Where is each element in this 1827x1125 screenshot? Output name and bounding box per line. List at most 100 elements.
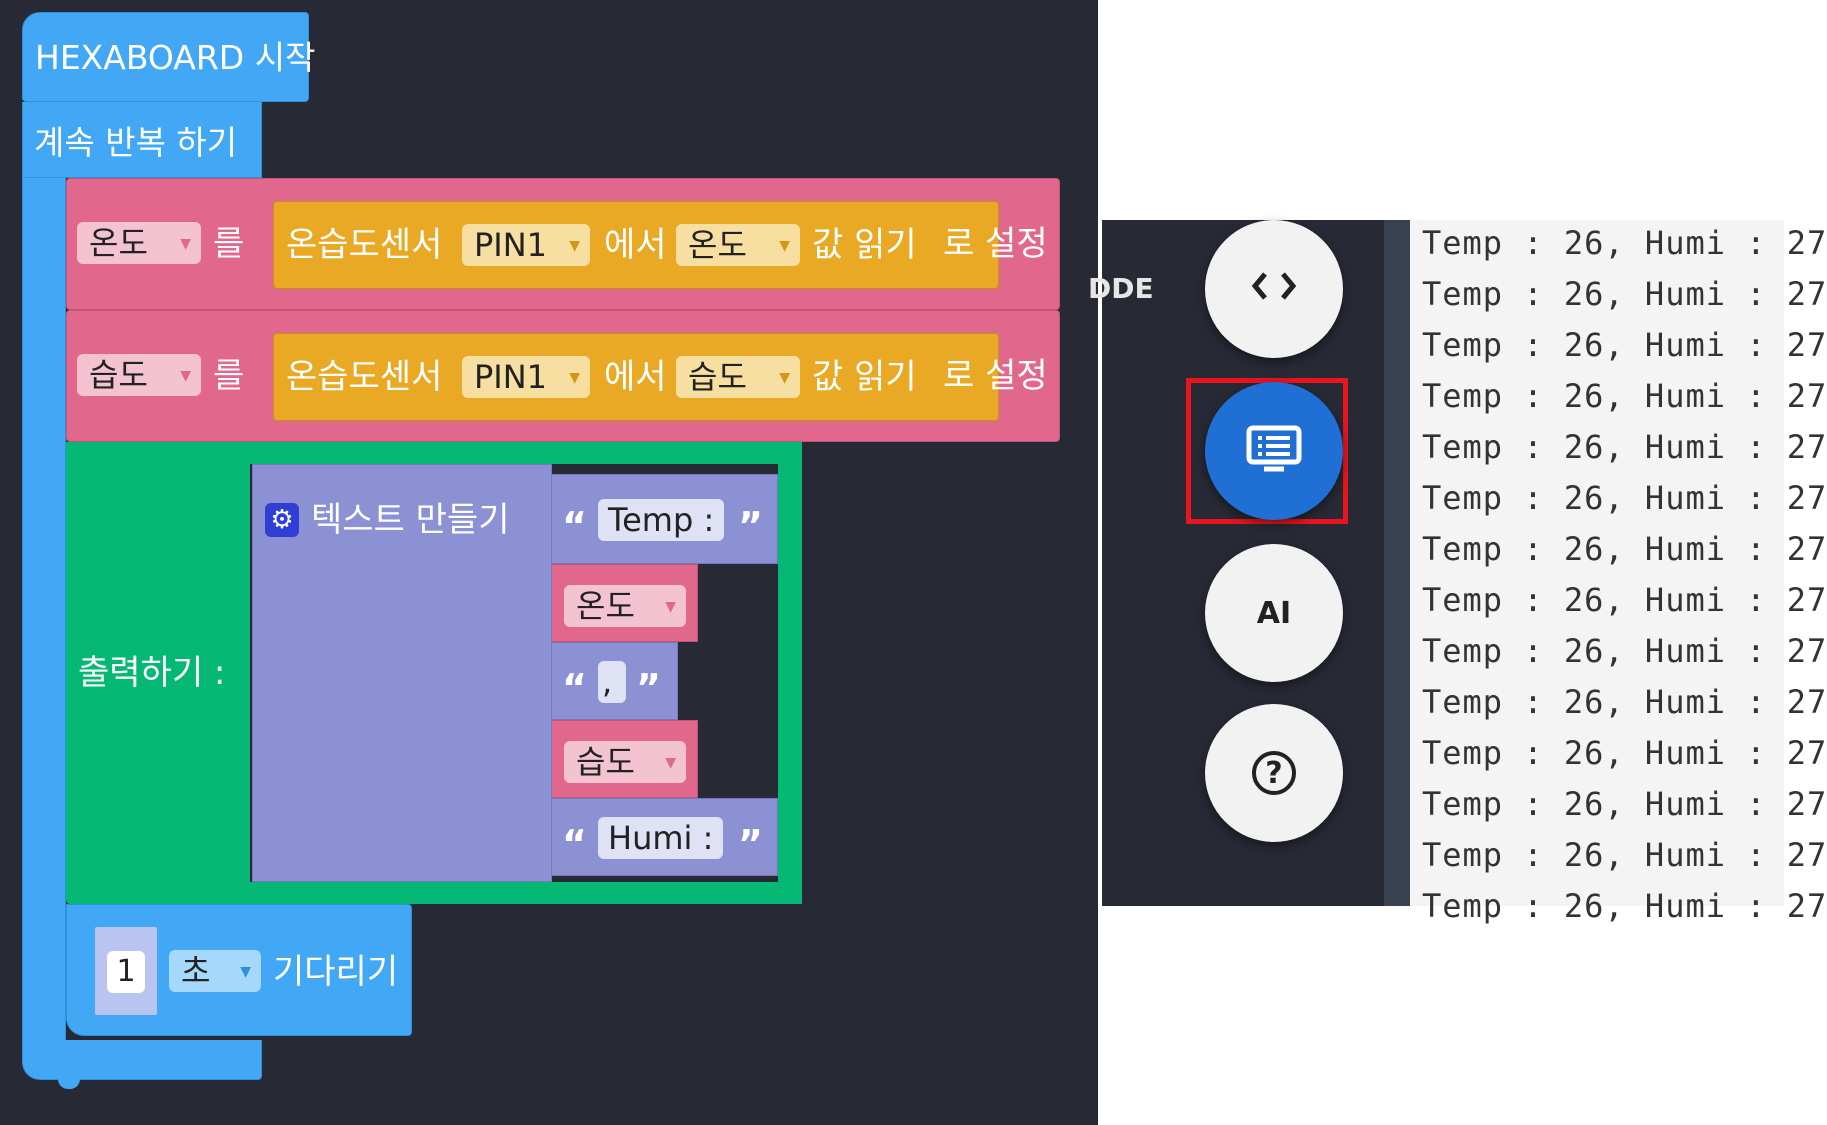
pin-dropdown[interactable]: PIN1 ▼	[462, 356, 590, 398]
chevron-down-icon: ▼	[779, 370, 790, 386]
loop-bottom-notch	[58, 1079, 80, 1089]
variable-dropdown-value: 온도	[576, 587, 635, 625]
set-variable-block[interactable]: 습도 ▼ 를 온습도센서 PIN1 ▼ 에서 습도 ▼ 값 읽기 로 설정	[66, 310, 1060, 442]
particle-label: 를	[213, 356, 245, 396]
wait-value-slot[interactable]: 1	[95, 927, 157, 1015]
chevron-down-icon: ▼	[779, 238, 790, 254]
console-line: Temp : 26, Humi : 27	[1422, 887, 1827, 925]
close-quote-icon: ”	[738, 822, 763, 866]
variable-block[interactable]: 온도 ▼	[552, 564, 698, 642]
sensor-read-block[interactable]: 온습도센서 PIN1 ▼ 에서 온도 ▼ 값 읽기	[273, 201, 999, 289]
pin-dropdown-value: PIN1	[474, 226, 548, 264]
chevron-down-icon: ▼	[665, 755, 676, 771]
particle-label: 를	[213, 224, 245, 264]
side-toolbar: DDE AI ?	[1088, 220, 1414, 906]
measure-dropdown-value: 온도	[688, 226, 747, 264]
variable-dropdown[interactable]: 온도 ▼	[77, 222, 201, 264]
code-icon	[1251, 267, 1297, 311]
open-quote-icon: “	[562, 666, 587, 710]
sensor-label: 온습도센서	[286, 225, 443, 265]
active-button-highlight	[1186, 378, 1348, 524]
text-block[interactable]: “ Humi : ”	[552, 798, 778, 876]
wait-block[interactable]: 1 초 ▼ 기다리기	[66, 904, 412, 1036]
chevron-down-icon: ▼	[240, 964, 251, 980]
text-field-value: Temp :	[608, 501, 715, 539]
text-field-value: Humi :	[608, 819, 714, 857]
help-icon: ?	[1252, 751, 1296, 795]
forever-loop-label: 계속 반복 하기	[34, 123, 238, 162]
measure-dropdown[interactable]: 습도 ▼	[676, 356, 800, 398]
chevron-down-icon: ▼	[569, 238, 580, 254]
console-line: Temp : 26, Humi : 27	[1422, 683, 1827, 721]
text-field[interactable]: Temp :	[598, 499, 725, 541]
text-join-label: 텍스트 만들기	[311, 500, 510, 540]
cut-mode-label: DDE	[1088, 272, 1154, 305]
console-line: Temp : 26, Humi : 27	[1422, 632, 1827, 670]
open-quote-icon: “	[562, 822, 587, 866]
sensor-read-block[interactable]: 온습도센서 PIN1 ▼ 에서 습도 ▼ 값 읽기	[273, 333, 999, 421]
serial-monitor-button[interactable]	[1205, 382, 1343, 520]
text-join-block[interactable]: ⚙ 텍스트 만들기	[252, 464, 552, 882]
variable-dropdown-value: 습도	[89, 356, 148, 394]
read-value-label: 값 읽기	[812, 357, 917, 397]
console-line: Temp : 26, Humi : 27	[1422, 224, 1827, 262]
variable-dropdown[interactable]: 습도 ▼	[77, 354, 201, 396]
wait-value-field[interactable]: 1	[107, 951, 145, 993]
from-label: 에서	[604, 357, 667, 397]
text-field-value: ,	[602, 663, 613, 701]
code-button[interactable]	[1205, 220, 1343, 358]
chevron-down-icon: ▼	[569, 370, 580, 386]
read-value-label: 값 읽기	[812, 225, 917, 265]
monitor-icon	[1246, 425, 1302, 477]
ai-button[interactable]: AI	[1205, 544, 1343, 682]
variable-block[interactable]: 습도 ▼	[552, 720, 698, 798]
console-line: Temp : 26, Humi : 27	[1422, 734, 1827, 772]
set-variable-block[interactable]: 온도 ▼ 를 온습도센서 PIN1 ▼ 에서 온도 ▼ 값 읽기 로 설정	[66, 178, 1060, 310]
measure-dropdown-value: 습도	[688, 358, 747, 396]
console-line: Temp : 26, Humi : 27	[1422, 428, 1827, 466]
chevron-down-icon: ▼	[180, 236, 191, 252]
sensor-label: 온습도센서	[286, 357, 443, 397]
ai-icon: AI	[1256, 595, 1292, 631]
console-line: Temp : 26, Humi : 27	[1422, 581, 1827, 619]
from-label: 에서	[604, 225, 667, 265]
variable-dropdown-value: 습도	[576, 743, 635, 781]
help-button[interactable]: ?	[1205, 704, 1343, 842]
variable-dropdown[interactable]: 온도 ▼	[564, 585, 686, 627]
text-field[interactable]: Humi :	[598, 817, 724, 859]
console-line: Temp : 26, Humi : 27	[1422, 479, 1827, 517]
forever-loop-block[interactable]	[22, 102, 262, 178]
console-line: Temp : 26, Humi : 27	[1422, 275, 1827, 313]
forever-loop-spine	[22, 178, 66, 1048]
time-unit-value: 초	[181, 952, 211, 990]
text-field[interactable]: ,	[598, 661, 626, 703]
variable-dropdown-value: 온도	[89, 224, 148, 262]
open-quote-icon: “	[562, 504, 587, 548]
chevron-down-icon: ▼	[180, 368, 191, 384]
console-line: Temp : 26, Humi : 27	[1422, 377, 1827, 415]
console-line: Temp : 26, Humi : 27	[1422, 785, 1827, 823]
measure-dropdown[interactable]: 온도 ▼	[676, 224, 800, 266]
close-quote-icon: ”	[636, 666, 661, 710]
variable-dropdown[interactable]: 습도 ▼	[564, 741, 686, 783]
start-block-label: HEXABOARD 시작	[35, 38, 316, 77]
pin-dropdown[interactable]: PIN1 ▼	[462, 224, 590, 266]
pin-dropdown-value: PIN1	[474, 358, 548, 396]
start-block[interactable]: HEXABOARD 시작	[22, 12, 315, 102]
set-label: 로 설정	[943, 356, 1048, 396]
console-line: Temp : 26, Humi : 27	[1422, 326, 1827, 364]
text-block[interactable]: “ Temp : ”	[552, 474, 778, 564]
forever-loop-footer	[22, 1040, 262, 1080]
print-label: 출력하기 :	[78, 653, 226, 693]
console-line: Temp : 26, Humi : 27	[1422, 530, 1827, 568]
time-unit-dropdown[interactable]: 초 ▼	[169, 950, 261, 992]
serial-monitor-console[interactable]: Temp : 26, Humi : 27 Temp : 26, Humi : 27…	[1384, 220, 1826, 925]
gear-icon[interactable]: ⚙	[265, 503, 299, 537]
blockly-workspace[interactable]: HEXABOARD 시작 계속 반복 하기 온도 ▼ 를 온습도센서 PIN1 …	[0, 0, 1098, 1125]
set-label: 로 설정	[943, 224, 1048, 264]
close-quote-icon: ”	[738, 504, 763, 548]
text-block[interactable]: “ , ”	[552, 642, 678, 720]
console-line: Temp : 26, Humi : 27	[1422, 836, 1827, 874]
chevron-down-icon: ▼	[665, 599, 676, 615]
wait-label: 기다리기	[273, 952, 399, 992]
